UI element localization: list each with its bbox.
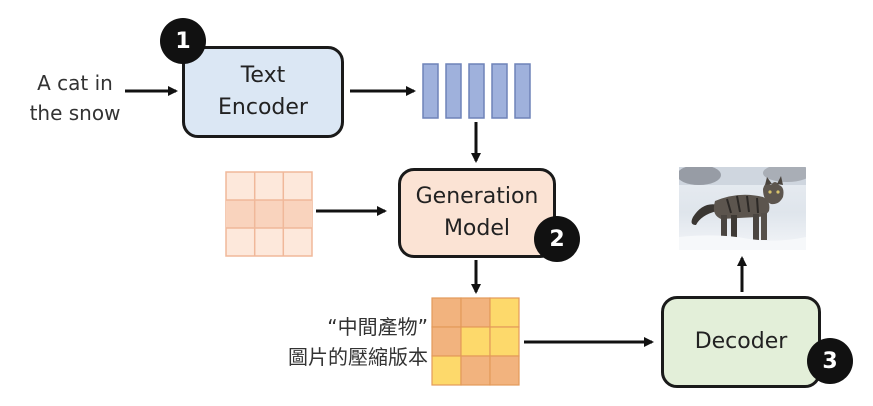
text-embedding-tokens	[422, 63, 531, 119]
decoder-box: Decoder	[661, 296, 821, 388]
intermediate-latent-grid	[431, 297, 520, 386]
intermediate-product-caption: “中間產物” 圖片的壓縮版本	[288, 315, 428, 369]
generation-model-label: Generation Model	[415, 184, 539, 241]
step-3-badge: 3	[807, 338, 853, 384]
noise-latent-grid	[225, 171, 313, 257]
cat-illustration	[679, 167, 806, 250]
token-bar	[445, 63, 462, 119]
text-encoder-box: Text Encoder	[182, 46, 344, 138]
step-1-badge: 1	[160, 18, 206, 64]
text-encoder-label: Text Encoder	[218, 63, 308, 120]
generation-model-box: Generation Model	[398, 168, 556, 258]
token-bar	[468, 63, 485, 119]
token-bar	[514, 63, 531, 119]
token-bar	[422, 63, 439, 119]
generated-cat-image	[679, 167, 806, 250]
input-prompt-text: A cat in the snow	[29, 71, 121, 125]
token-bar	[491, 63, 508, 119]
step-2-badge: 2	[534, 216, 580, 262]
decoder-label: Decoder	[694, 329, 788, 354]
